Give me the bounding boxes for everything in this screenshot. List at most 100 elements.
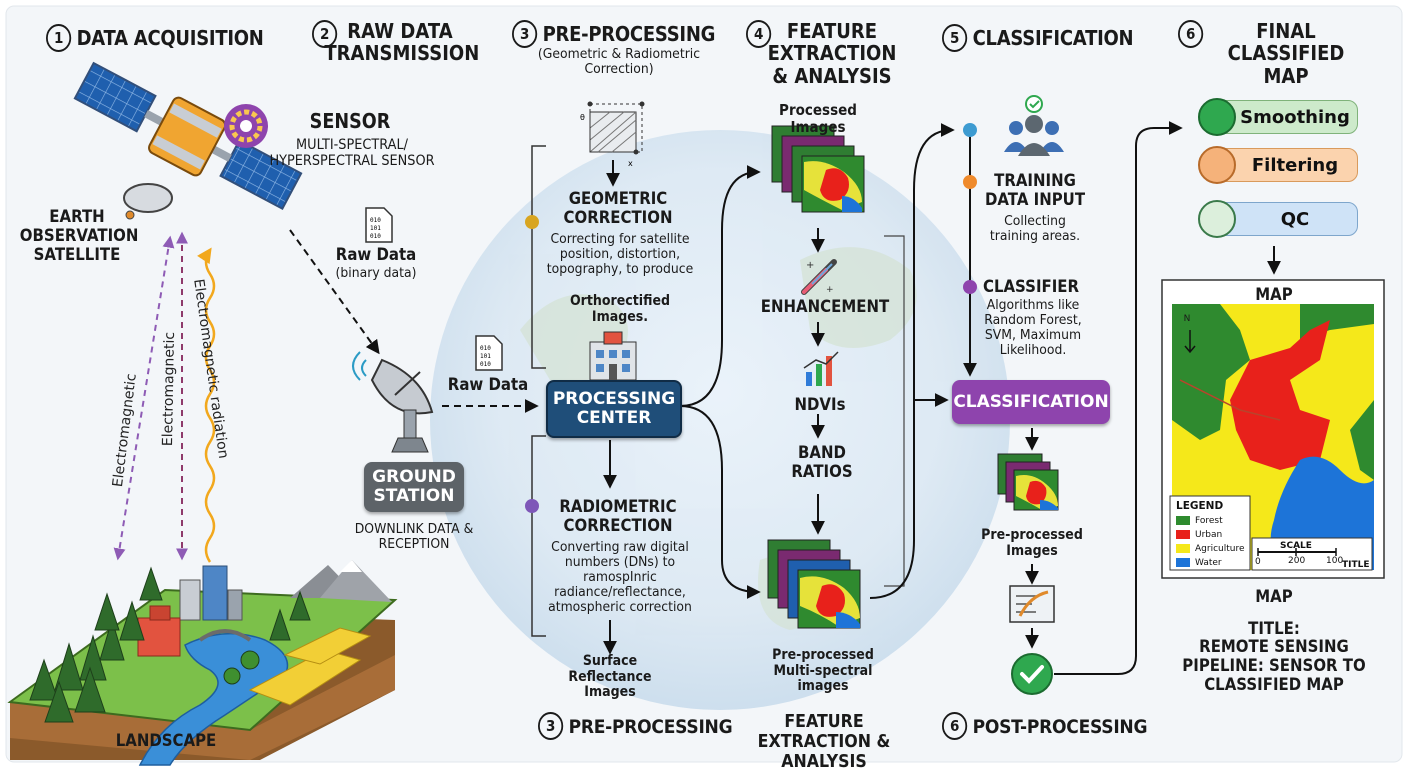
sensor-title: SENSOR — [309, 109, 391, 133]
classified-images-stack — [997, 453, 1059, 511]
footer-feature-label: FEATURE EXTRACTION & ANALYSIS — [757, 711, 891, 768]
footer-6-number: 6 — [942, 712, 968, 740]
svg-text:x: x — [628, 159, 633, 168]
check-circle-icon — [1011, 653, 1053, 695]
step-2-number: 2 — [312, 20, 338, 48]
svg-text:010: 010 — [370, 217, 381, 224]
geometric-dot — [525, 215, 539, 229]
radiometric-dot — [525, 499, 539, 513]
filtering-label: Filtering — [1251, 154, 1339, 176]
radiometric-description: Converting raw digital numbers (DNs) to … — [548, 539, 692, 616]
step-6-number: 6 — [1178, 20, 1204, 48]
legend-agriculture: Agriculture — [1195, 544, 1245, 554]
scale-100: 100 — [1326, 556, 1344, 566]
classifier-description: Algorithms like Random Forest, SVM, Maxi… — [984, 297, 1082, 359]
step-2-header: 2 — [312, 20, 343, 48]
svg-text:010: 010 — [480, 345, 491, 352]
step-6-label: FINAL CLASSIFIED MAP — [1227, 19, 1345, 88]
smoothing-label: Smoothing — [1240, 106, 1350, 128]
step-2-label: RAW DATA TRANSMISSION — [324, 19, 480, 66]
raw-data-file-icon: 010 101 010 — [365, 207, 393, 243]
map-caption: MAP — [1255, 587, 1293, 607]
band-ratios-label: BAND RATIOS — [791, 443, 853, 483]
legend-forest: Forest — [1195, 516, 1223, 526]
ndvi-bar-chart-icon — [803, 351, 839, 386]
satellite-label: EARTH OBSERVATION SATELLITE — [19, 207, 139, 266]
surface-reflectance: Surface Reflectance Images — [568, 653, 652, 701]
landscape-illustration — [7, 560, 398, 766]
feature-bracket — [884, 235, 905, 587]
landscape-label: LANDSCAPE — [115, 731, 217, 751]
ground-station-box: GROUND STATION — [364, 462, 464, 512]
satellite-dish-icon — [352, 351, 434, 453]
svg-text:101: 101 — [370, 225, 381, 232]
classifier-title: CLASSIFIER — [982, 277, 1080, 297]
title-line: TITLE: — [1248, 619, 1300, 639]
legend-water: Water — [1195, 558, 1222, 568]
classified-map — [1169, 304, 1374, 571]
multispectral-images-stack — [767, 539, 861, 629]
training-title: TRAINING DATA INPUT — [984, 171, 1086, 211]
radiometric-bracket — [531, 435, 546, 637]
step-6-header: 6 — [1178, 20, 1209, 48]
svg-text:+: + — [806, 260, 814, 271]
to-training-arrow — [869, 123, 955, 599]
step-4-number: 4 — [746, 20, 772, 48]
scale-0: 0 — [1255, 557, 1261, 567]
step-5-label: CLASSIFICATION — [972, 26, 1134, 50]
filter-funnel-icon — [1198, 146, 1236, 184]
svg-text:010: 010 — [480, 361, 491, 368]
step-3-subtitle: (Geometric & Radiometric Correction) — [537, 46, 701, 78]
to-multispectral-arrow — [679, 405, 761, 599]
geometric-result: Orthorectified Images. — [569, 293, 671, 325]
raw-data-subtitle: (binary data) — [335, 265, 417, 281]
downlink-label: DOWNLINK DATA & RECEPTION — [354, 521, 474, 553]
training-description: Collecting training areas. — [989, 213, 1081, 245]
step-1-number: 1 — [46, 24, 72, 52]
multispectral-label: Pre-processed Multi-spectral images — [772, 647, 874, 695]
step-4-header: 4 — [746, 20, 777, 48]
step-3-label: PRE-PROCESSING — [542, 22, 716, 46]
qc-check-icon — [1198, 200, 1236, 238]
step-4-label: FEATURE EXTRACTION & ANALYSIS — [767, 19, 897, 88]
processed-images-stack — [771, 125, 865, 213]
raw-data-title: Raw Data — [335, 245, 417, 265]
sensor-icon — [224, 104, 268, 148]
em-radiation-wave — [197, 247, 216, 563]
pipeline-title: REMOTE SENSING PIPELINE: SENSOR TO CLASS… — [1182, 637, 1366, 696]
ndvi-label: NDVIs — [794, 395, 846, 415]
scale-200: 200 — [1288, 556, 1306, 566]
svg-text:101: 101 — [480, 353, 491, 360]
svg-text:+: + — [826, 285, 834, 295]
footer-3-label: PRE-PROCESSING — [568, 716, 733, 738]
radiometric-title: RADIOMETRIC CORRECTION — [559, 497, 677, 537]
satellite-icon — [73, 61, 303, 220]
classified-preprocessed-label: Pre-processed Images — [981, 527, 1083, 559]
footer-6-label: POST-PROCESSING — [972, 716, 1148, 738]
legend-urban: Urban — [1195, 530, 1223, 540]
geometric-title: GEOMETRIC CORRECTION — [563, 189, 673, 229]
smoothing-icon — [1198, 98, 1236, 136]
processing-center-box: PROCESSING CENTER — [546, 380, 682, 438]
scale-label: SCALE — [1280, 541, 1312, 551]
sensor-description: MULTI-SPECTRAL/ HYPERSPECTRAL SENSOR — [269, 137, 435, 169]
post-processing-icon — [1009, 585, 1055, 623]
step-5-number: 5 — [942, 24, 968, 52]
to-processed-arrow — [679, 165, 761, 407]
footer-3-number: 3 — [538, 712, 564, 740]
map-corner-title: TITLE — [1342, 560, 1370, 570]
training-people-icon — [1004, 95, 1064, 156]
enhancement-label: ENHANCEMENT — [760, 297, 890, 317]
geometric-icon: θ x — [580, 101, 645, 168]
raw-data-file-icon-2: 010 101 010 — [475, 335, 503, 371]
classifier-dot — [963, 280, 977, 294]
north-arrow-label: N — [1183, 314, 1191, 324]
enhancement-wand-icon: + + — [801, 259, 837, 295]
geometric-bracket — [531, 145, 546, 369]
processed-images-label: Processed Images — [779, 101, 857, 136]
